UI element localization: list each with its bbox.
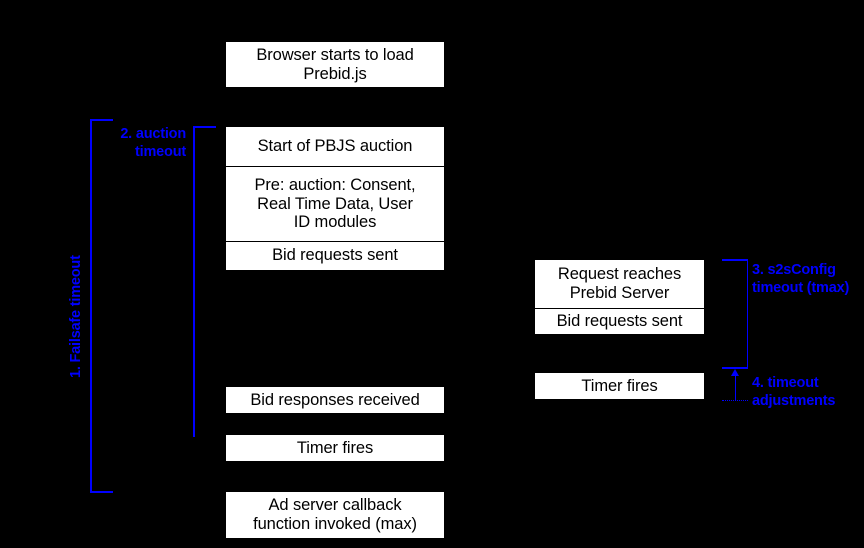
label-auction-timeout: 2. auction timeout	[120, 126, 186, 160]
label-failsafe-timeout: 1. Failsafe timeout	[68, 255, 84, 378]
label-timeout-adjustments: 4. timeout adjustments	[752, 375, 836, 409]
server-request-stack: Request reaches Prebid Server Bid reques…	[534, 259, 705, 335]
box-bid-responses-received: Bid responses received	[225, 386, 445, 414]
box-bid-requests-sent: Bid requests sent	[226, 241, 444, 269]
box-request-reaches-server: Request reaches Prebid Server	[557, 265, 682, 302]
box-timer-fires-server: Timer fires	[534, 372, 705, 400]
box-pbjs-auction-start: Start of PBJS auction	[257, 137, 413, 156]
client-auction-stack: Start of PBJS auction Pre: auction: Cons…	[225, 126, 445, 271]
label-s2sconfig-timeout: 3. s2sConfig timeout (tmax)	[752, 262, 850, 296]
box-timer-fires-client: Timer fires	[225, 434, 445, 462]
box-ad-server-callback: Ad server callback function invoked (max…	[225, 491, 445, 539]
box-browser-load: Browser starts to load Prebid.js	[225, 41, 445, 88]
box-server-bid-requests-sent: Bid requests sent	[535, 308, 704, 334]
box-pre-auction-modules: Pre: auction: Consent, Real Time Data, U…	[226, 166, 444, 241]
